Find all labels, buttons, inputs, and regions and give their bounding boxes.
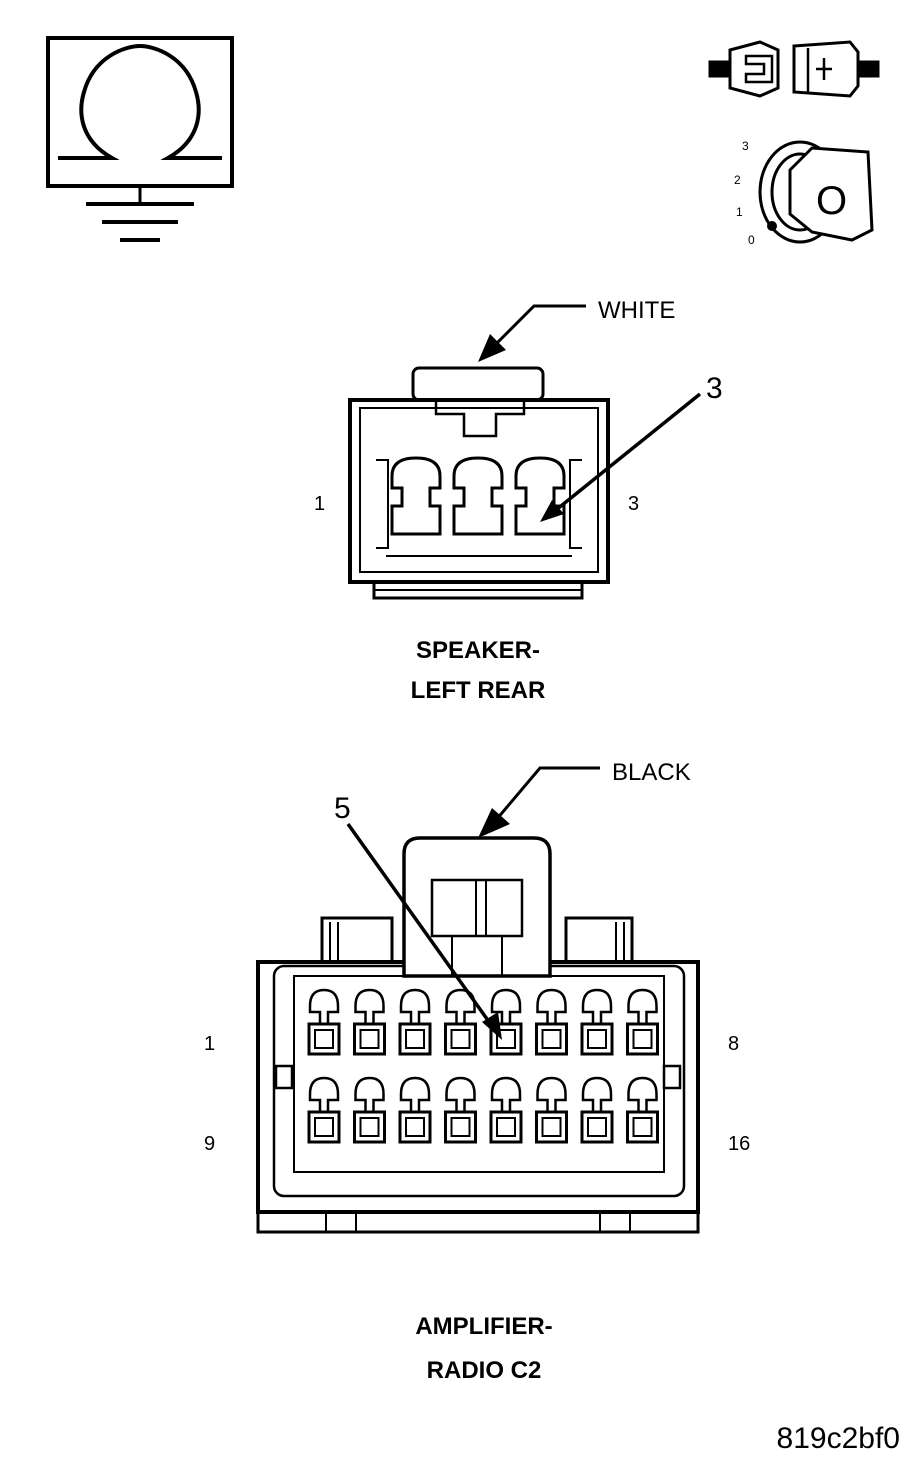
amplifier-row1-right-label: 8: [728, 1033, 739, 1055]
amplifier-cavity: [580, 988, 614, 1056]
figure-code: 819c2bf0: [777, 1422, 900, 1455]
amplifier-cavity: [489, 988, 523, 1056]
amplifier-cavity: [307, 1076, 341, 1144]
amplifier-cavity: [444, 1076, 477, 1144]
ignition-key-icon: 3 2 1 0 O: [734, 139, 874, 247]
amplifier-cavity: [398, 988, 432, 1056]
amplifier-row2-left-label: 9: [204, 1133, 215, 1155]
connector-disconnect-icon: [708, 40, 880, 98]
ignition-position-2: 2: [734, 173, 741, 187]
amplifier-callout-pin: 5: [334, 792, 351, 825]
amplifier-connector: BLACK 5 1 8 9 16 AMPLIFIER- RADIO C2: [204, 759, 750, 1384]
amplifier-cavity: [444, 988, 477, 1056]
amplifier-cavity: [307, 988, 341, 1056]
amplifier-cavity: [353, 988, 386, 1056]
ohmmeter-icon: [46, 36, 234, 242]
ignition-position-3: 3: [742, 139, 749, 153]
speaker-connector-title-line2: LEFT REAR: [411, 677, 546, 704]
ignition-position-0: 0: [748, 233, 755, 247]
amplifier-connector-title-line2: RADIO C2: [427, 1357, 542, 1384]
speaker-cavity-1: [390, 456, 442, 536]
amplifier-cavity: [398, 1076, 432, 1144]
amplifier-row2-right-label: 16: [728, 1133, 750, 1155]
amplifier-cavity: [489, 1076, 523, 1144]
speaker-pin-right-label: 3: [628, 493, 639, 515]
speaker-cavity-2: [452, 456, 504, 536]
amplifier-cavity: [535, 988, 568, 1056]
speaker-callout-pin: 3: [706, 372, 723, 405]
amplifier-color-label: BLACK: [612, 759, 691, 786]
amplifier-cavity: [626, 1076, 659, 1144]
amplifier-cavity: [626, 988, 659, 1056]
amplifier-connector-title-line1: AMPLIFIER-: [415, 1313, 552, 1340]
amplifier-cavity: [580, 1076, 614, 1144]
speaker-pin-left-label: 1: [314, 493, 325, 515]
ignition-position-1: 1: [736, 205, 743, 219]
ignition-key-label: O: [816, 179, 847, 223]
amplifier-cavity: [353, 1076, 386, 1144]
speaker-connector: WHITE 3 1 3 SPEAKER- LEFT REAR: [314, 297, 723, 704]
amplifier-cavity: [535, 1076, 568, 1144]
speaker-color-label: WHITE: [598, 297, 675, 324]
speaker-connector-title-line1: SPEAKER-: [416, 637, 540, 664]
amplifier-row1-left-label: 1: [204, 1033, 215, 1055]
